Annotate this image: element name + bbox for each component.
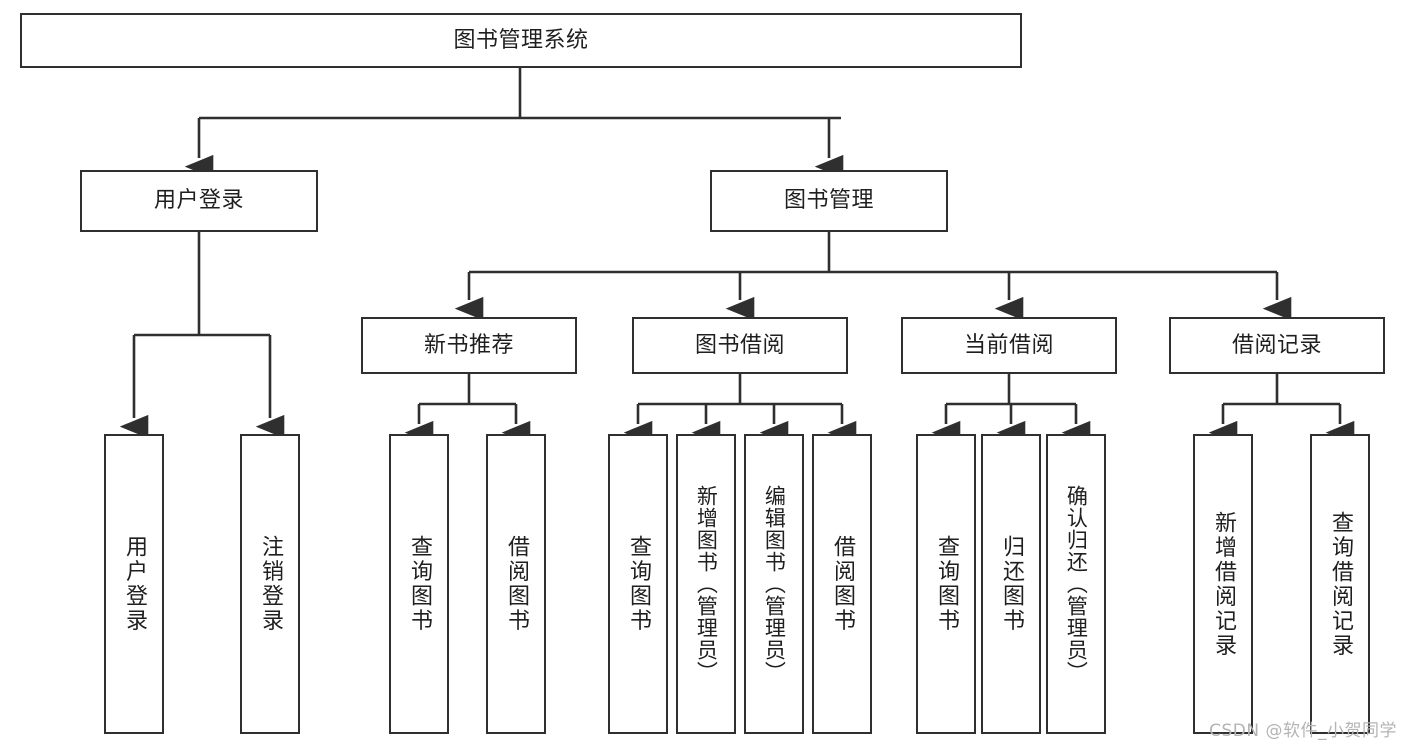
leaf-borrow-record-query-record-label: 查询借阅记录 xyxy=(1327,510,1353,658)
node-root-label: 图书管理系统 xyxy=(453,27,589,53)
leaf-new-book-query-book[interactable]: 查询图书 xyxy=(389,434,449,734)
node-root-book-management-system[interactable]: 图书管理系统 xyxy=(20,13,1022,68)
node-new-book-recommend-label: 新书推荐 xyxy=(423,332,514,358)
leaf-book-borrow-query-book-label: 查询图书 xyxy=(625,535,651,633)
node-new-book-recommend[interactable]: 新书推荐 xyxy=(361,317,577,374)
leaf-borrow-record-add-record-label: 新增借阅记录 xyxy=(1210,510,1236,658)
leaf-current-borrow-confirm-return-admin[interactable]: 确认归还（管理员） xyxy=(1046,434,1106,734)
leaf-current-borrow-query-book[interactable]: 查询图书 xyxy=(916,434,976,734)
node-book-borrow-label: 图书借阅 xyxy=(694,332,785,358)
node-borrow-record-label: 借阅记录 xyxy=(1231,332,1322,358)
node-book-management-label: 图书管理 xyxy=(783,188,874,214)
leaf-book-borrow-add-book-admin[interactable]: 新增图书（管理员） xyxy=(676,434,736,734)
leaf-book-borrow-borrow-book-label: 借阅图书 xyxy=(829,535,855,633)
node-borrow-record[interactable]: 借阅记录 xyxy=(1169,317,1385,374)
leaf-borrow-record-query-record[interactable]: 查询借阅记录 xyxy=(1310,434,1370,734)
leaf-current-borrow-query-book-label: 查询图书 xyxy=(933,535,959,633)
node-user-login-label: 用户登录 xyxy=(153,188,244,214)
leaf-new-book-borrow-book-label: 借阅图书 xyxy=(503,535,529,633)
node-current-borrow-label: 当前借阅 xyxy=(963,332,1054,358)
leaf-user-login-logout-label: 注销登录 xyxy=(257,535,283,633)
leaf-user-login-login[interactable]: 用户登录 xyxy=(104,434,164,734)
leaf-book-borrow-edit-book-admin[interactable]: 编辑图书（管理员） xyxy=(744,434,804,734)
leaf-new-book-query-book-label: 查询图书 xyxy=(406,535,432,633)
node-current-borrow[interactable]: 当前借阅 xyxy=(901,317,1117,374)
leaf-book-borrow-borrow-book[interactable]: 借阅图书 xyxy=(812,434,872,734)
leaf-current-borrow-confirm-return-admin-label: 确认归还（管理员） xyxy=(1064,485,1089,683)
leaf-current-borrow-return-book-label: 归还图书 xyxy=(998,535,1024,633)
leaf-book-borrow-add-book-admin-label: 新增图书（管理员） xyxy=(694,485,719,683)
leaf-user-login-login-label: 用户登录 xyxy=(121,535,147,633)
csdn-watermark: CSDN @软件_小贺同学 xyxy=(1209,721,1397,741)
node-book-borrow[interactable]: 图书借阅 xyxy=(632,317,848,374)
node-book-management[interactable]: 图书管理 xyxy=(710,170,948,232)
node-user-login[interactable]: 用户登录 xyxy=(80,170,318,232)
leaf-book-borrow-edit-book-admin-label: 编辑图书（管理员） xyxy=(762,485,787,683)
leaf-book-borrow-query-book[interactable]: 查询图书 xyxy=(608,434,668,734)
leaf-new-book-borrow-book[interactable]: 借阅图书 xyxy=(486,434,546,734)
leaf-user-login-logout[interactable]: 注销登录 xyxy=(240,434,300,734)
leaf-current-borrow-return-book[interactable]: 归还图书 xyxy=(981,434,1041,734)
leaf-borrow-record-add-record[interactable]: 新增借阅记录 xyxy=(1193,434,1253,734)
